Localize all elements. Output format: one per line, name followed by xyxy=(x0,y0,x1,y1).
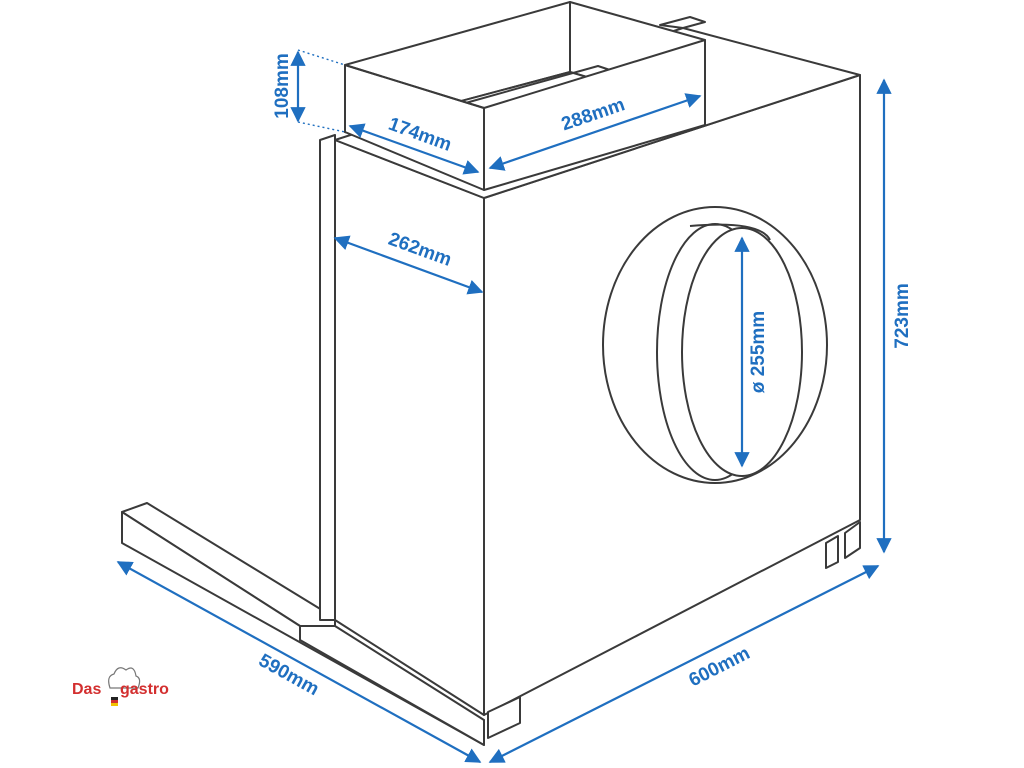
outlet-diameter-label: ø 255mm xyxy=(748,311,769,393)
base-depth-arrow xyxy=(116,561,482,763)
base-width-label: 600mm xyxy=(686,643,754,691)
base-width-arrow xyxy=(488,565,880,763)
total-height-label: 723mm xyxy=(892,283,913,349)
collar-depth-arrow xyxy=(348,123,480,175)
dimension-arrows xyxy=(116,50,892,763)
german-flag-icon xyxy=(111,697,118,706)
dimension-guides xyxy=(297,49,346,133)
logo-right-word: gastro xyxy=(120,681,169,698)
chef-hat-icon xyxy=(108,667,141,689)
brand-logo: Das gastro xyxy=(72,667,169,706)
base-depth-label: 590mm xyxy=(255,650,322,700)
logo-left-word: Das xyxy=(72,681,101,698)
round-outlet xyxy=(602,206,828,484)
outlet-side-arrow xyxy=(333,235,484,295)
collar-width-arrow xyxy=(488,93,702,171)
collar-height-label: 108mm xyxy=(272,53,293,119)
rear-plate xyxy=(319,134,336,621)
